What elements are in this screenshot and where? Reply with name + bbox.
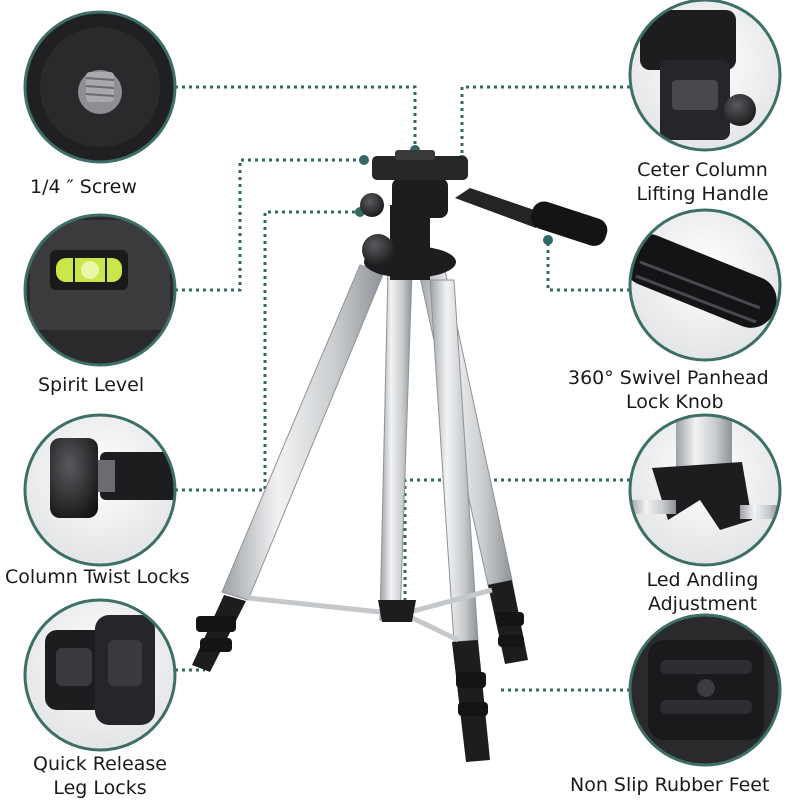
label-rubber-feet: Non Slip Rubber Feet <box>570 774 770 796</box>
connector-lines <box>175 85 630 692</box>
label-quick-release: Quick Release Leg Locks <box>32 753 167 799</box>
connector-swivel-knob <box>546 240 630 292</box>
twist-lock-detail <box>23 413 177 567</box>
screw-detail <box>23 10 177 164</box>
spirit-level-detail <box>23 213 177 367</box>
connector-screw <box>175 85 417 148</box>
connector-leg-angle <box>403 478 630 605</box>
connector-column-twist <box>175 210 358 492</box>
connector-lifting-handle <box>460 85 630 158</box>
label-lifting-handle: Ceter Column Lifting Handle <box>636 159 769 205</box>
label-column-twist-locks: Column Twist Locks <box>5 566 190 588</box>
tripod-illustration <box>192 150 608 762</box>
label-leg-angle: Led Andling Adjustment <box>646 569 759 615</box>
handle-detail <box>628 0 782 152</box>
connector-spirit-level <box>175 158 362 292</box>
rubber-foot-detail <box>628 613 782 767</box>
label-screw: 1/4 ″ Screw <box>30 176 137 198</box>
leg-angle-detail <box>628 413 782 567</box>
knob-detail <box>628 208 782 362</box>
leg-lock-detail <box>23 598 177 752</box>
label-swivel-knob: 360° Swivel Panhead Lock Knob <box>568 367 769 413</box>
label-spirit-level: Spirit Level <box>38 374 145 396</box>
